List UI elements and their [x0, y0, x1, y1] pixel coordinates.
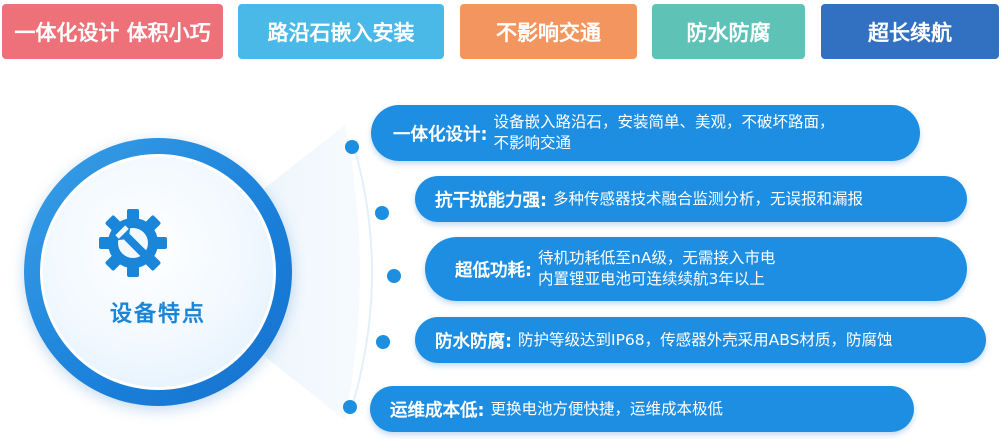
feature-label: 一体化设计:: [393, 124, 488, 145]
feature-low-power: 超低功耗: 待机功耗低至nA级，无需接入市电 内置锂亚电池可连续续航3年以上: [425, 237, 967, 301]
feature-label: 超低功耗:: [455, 260, 532, 281]
center-title: 设备特点: [109, 302, 206, 327]
connector-dot: [343, 400, 357, 414]
feature-low-maintenance: 运维成本低: 更换电池方便快捷，运维成本极低: [370, 386, 914, 432]
connector-dot: [387, 269, 401, 283]
feature-label: 抗干扰能力强:: [435, 190, 547, 211]
tag-curb-embedded: 路沿石嵌入安装: [238, 4, 444, 59]
feature-description: 更换电池方便快捷，运维成本极低: [490, 399, 724, 418]
feature-waterproof: 防水防腐: 防护等级达到IP68，传感器外壳采用ABS材质，防腐蚀: [415, 317, 986, 363]
tag-no-traffic-impact: 不影响交通: [460, 4, 637, 59]
feature-anti-interference: 抗干扰能力强: 多种传感器技术融合监测分析，无误报和漏报: [415, 176, 967, 222]
tag-long-battery: 超长续航: [821, 4, 999, 59]
connector-dot: [375, 206, 389, 220]
feature-description: 待机功耗低至nA级，无需接入市电 内置锂亚电池可连续续航3年以上: [538, 249, 776, 288]
feature-description: 设备嵌入路沿石，安装简单、美观，不破坏路面， 不影响交通: [493, 113, 835, 152]
tag-integrated-design: 一体化设计 体积小巧: [2, 4, 223, 59]
feature-integrated-design: 一体化设计: 设备嵌入路沿石，安装简单、美观，不破坏路面， 不影响交通: [371, 105, 920, 161]
feature-label: 防水防腐:: [435, 331, 512, 352]
connector-dot: [376, 335, 390, 349]
tag-waterproof: 防水防腐: [652, 4, 805, 59]
gear-wrench-icon: [99, 209, 167, 277]
connector-dot: [345, 140, 359, 154]
feature-label: 运维成本低:: [390, 400, 485, 421]
center-circle: [40, 154, 276, 390]
feature-description: 防护等级达到IP68，传感器外壳采用ABS材质，防腐蚀: [518, 330, 893, 349]
feature-description: 多种传感器技术融合监测分析，无误报和漏报: [553, 189, 864, 208]
